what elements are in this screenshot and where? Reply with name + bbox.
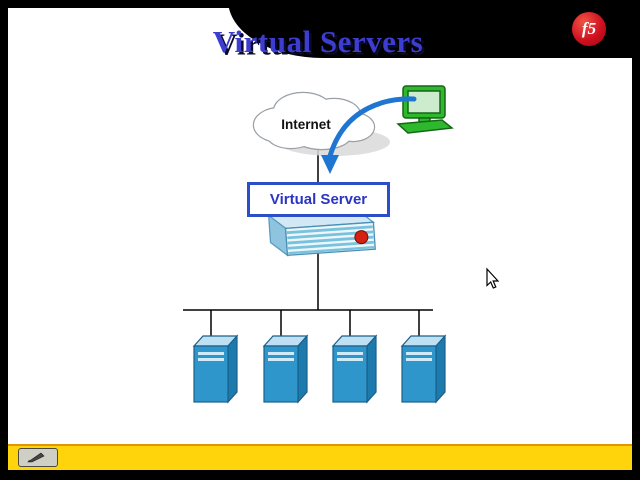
server-icon	[192, 334, 239, 404]
mouse-cursor-icon	[486, 267, 500, 289]
virtual-server-box: Virtual Server	[247, 182, 390, 217]
server-icon	[400, 334, 447, 404]
virtual-server-label: Virtual Server	[269, 191, 368, 208]
pen-tool-button[interactable]	[18, 448, 58, 467]
slide-footer-bar	[8, 444, 632, 470]
slide-title: Virtual Servers	[212, 24, 424, 59]
client-computer-icon	[396, 85, 454, 134]
f5-logo: f5	[572, 12, 606, 46]
corner-decoration	[228, 0, 640, 58]
server-icon	[262, 334, 309, 404]
connection-arrow-icon	[321, 96, 417, 174]
internet-label: Internet	[281, 117, 331, 132]
f5-logo-text: f5	[581, 19, 597, 38]
appliance-f5-badge	[354, 230, 369, 245]
pen-tool-icon	[27, 452, 45, 462]
server-icon	[331, 334, 378, 404]
